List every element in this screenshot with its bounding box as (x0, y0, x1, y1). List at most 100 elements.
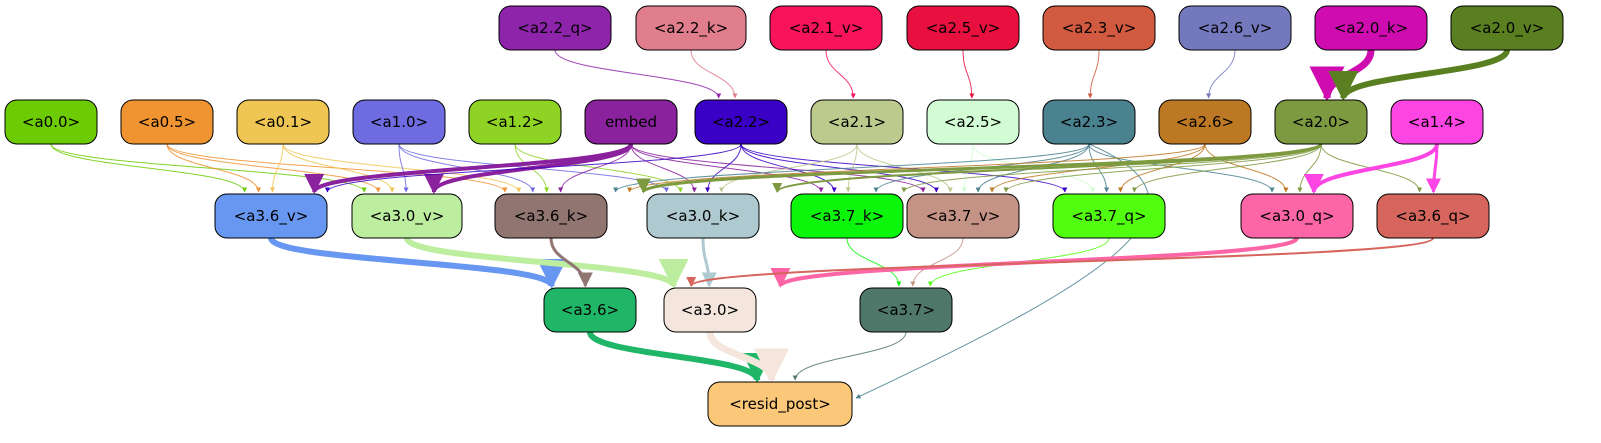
node-a3_6_k[interactable]: <a3.6_k> (494, 193, 608, 239)
node-label: <a3.6_q> (1395, 207, 1470, 226)
node-box[interactable] (351, 193, 463, 239)
node-box[interactable] (494, 193, 608, 239)
node-label: <a3.6> (561, 301, 619, 319)
node-box[interactable] (1376, 193, 1490, 239)
edge-a1_0-to-a3_0_v (398, 143, 409, 193)
edge-path (855, 143, 1150, 399)
edge-a2_2-to-a3_7_v (740, 143, 939, 193)
edge-path (1087, 49, 1100, 99)
node-a3_7_v[interactable]: <a3.7_v> (906, 193, 1020, 239)
edge-path (989, 143, 1206, 193)
node-label: <a2.6> (1176, 113, 1234, 131)
node-box[interactable] (790, 193, 904, 239)
node-label: <a3.0> (681, 301, 739, 319)
edge-path (558, 143, 632, 193)
edge-a3_7_k-to-a3_7 (846, 237, 902, 287)
node-box[interactable] (646, 193, 760, 239)
node-a2_3[interactable]: <a2.3> (1042, 99, 1136, 145)
node-box[interactable] (769, 5, 883, 51)
node-a2_0_v[interactable]: <a2.0_v> (1450, 5, 1564, 51)
node-label: <a3.0_k> (666, 207, 740, 226)
edge-path (901, 143, 1322, 193)
node-box[interactable] (584, 99, 678, 145)
edge-a2_3-to-a3_0_q (1088, 143, 1275, 193)
node-a2_2_k[interactable]: <a2.2_k> (635, 5, 747, 51)
node-a3_6_q[interactable]: <a3.6_q> (1376, 193, 1490, 239)
node-box[interactable] (1178, 5, 1292, 51)
node-box[interactable] (1042, 99, 1136, 145)
edge-embed-to-a3_0_k (630, 143, 697, 193)
edge-path (304, 142, 633, 194)
node-label: <a3.6_v> (234, 207, 309, 226)
node-box[interactable] (1274, 99, 1368, 145)
node-embed[interactable]: embed (584, 99, 678, 145)
node-a3_0_k[interactable]: <a3.0_k> (646, 193, 760, 239)
node-box[interactable] (1240, 193, 1354, 239)
node-a3_0[interactable]: <a3.0> (663, 287, 757, 333)
node-a2_6[interactable]: <a2.6> (1158, 99, 1252, 145)
node-box[interactable] (1158, 99, 1252, 145)
edge-a0_5-to-a3_0_v (166, 143, 381, 193)
node-box[interactable] (4, 99, 98, 145)
node-a2_5_v[interactable]: <a2.5_v> (906, 5, 1020, 51)
edge-a0_1-to-a3_6_v (269, 143, 284, 193)
node-a2_1_v[interactable]: <a2.1_v> (769, 5, 883, 51)
node-a2_5[interactable]: <a2.5> (926, 99, 1020, 145)
node-box[interactable] (120, 99, 214, 145)
node-label: <a3.6_k> (514, 207, 588, 226)
node-a1_0[interactable]: <a1.0> (352, 99, 446, 145)
node-a0_0[interactable]: <a0.0> (4, 99, 98, 145)
node-a2_2_q[interactable]: <a2.2_q> (498, 5, 612, 51)
edge-a0_1-to-a3_0_v (282, 143, 395, 193)
node-box[interactable] (543, 287, 637, 333)
node-a3_0_q[interactable]: <a3.0_q> (1240, 193, 1354, 239)
edge-path (554, 49, 722, 99)
node-box[interactable] (906, 193, 1020, 239)
node-a0_1[interactable]: <a0.1> (236, 99, 330, 145)
node-label: <a3.7> (877, 301, 935, 319)
node-box[interactable] (236, 99, 330, 145)
node-box[interactable] (926, 99, 1020, 145)
node-a3_7_q[interactable]: <a3.7_q> (1052, 193, 1166, 239)
node-a0_5[interactable]: <a0.5> (120, 99, 214, 145)
node-label: <a3.7_v> (926, 207, 1001, 226)
node-box[interactable] (1450, 5, 1564, 51)
node-box[interactable] (1314, 5, 1428, 51)
node-a1_4[interactable]: <a1.4> (1390, 99, 1484, 145)
node-box[interactable] (1390, 99, 1484, 145)
node-a3_7_k[interactable]: <a3.7_k> (790, 193, 904, 239)
edge-a2_0-to-a3_6_k (636, 142, 1323, 194)
node-a2_6_v[interactable]: <a2.6_v> (1178, 5, 1292, 51)
node-box[interactable] (498, 5, 612, 51)
node-a3_0_v[interactable]: <a3.0_v> (351, 193, 463, 239)
node-a1_2[interactable]: <a1.2> (468, 99, 562, 145)
node-a3_6_v[interactable]: <a3.6_v> (214, 193, 328, 239)
node-box[interactable] (468, 99, 562, 145)
edge-a3_0_v-to-a3_0 (404, 236, 689, 289)
node-a2_3_v[interactable]: <a2.3_v> (1042, 5, 1156, 51)
node-box[interactable] (352, 99, 446, 145)
node-a3_6[interactable]: <a3.6> (543, 287, 637, 333)
edge-a2_1-to-a3_7_v (856, 143, 953, 193)
node-a2_2[interactable]: <a2.2> (694, 99, 788, 145)
node-box[interactable] (214, 193, 328, 239)
node-a2_0_k[interactable]: <a2.0_k> (1314, 5, 1428, 51)
node-box[interactable] (635, 5, 747, 51)
node-resid_post[interactable]: <resid_post> (707, 381, 853, 427)
edge-path (701, 237, 717, 288)
node-box[interactable] (906, 5, 1020, 51)
node-label: <a1.0> (370, 113, 428, 131)
node-box[interactable] (1052, 193, 1166, 239)
edge-path (1003, 143, 1322, 193)
node-box[interactable] (663, 287, 757, 333)
node-a3_7[interactable]: <a3.7> (859, 287, 953, 333)
node-a2_0[interactable]: <a2.0> (1274, 99, 1368, 145)
node-box[interactable] (810, 99, 904, 145)
edge-path (1131, 143, 1322, 193)
node-box[interactable] (1042, 5, 1156, 51)
node-box[interactable] (694, 99, 788, 145)
node-a2_1[interactable]: <a2.1> (810, 99, 904, 145)
node-box[interactable] (707, 381, 853, 427)
node-box[interactable] (859, 287, 953, 333)
